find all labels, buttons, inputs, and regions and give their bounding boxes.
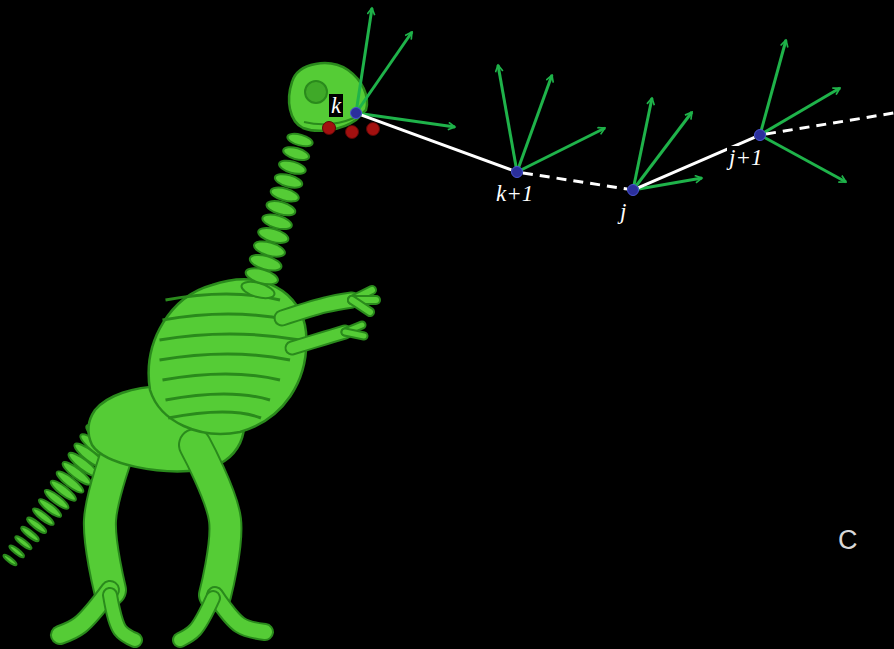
joint-point: j xyxy=(627,184,639,196)
bone xyxy=(110,595,135,640)
joint-label: j+1 xyxy=(727,146,764,169)
bone xyxy=(345,332,364,336)
rib-line xyxy=(166,394,271,400)
vertebra xyxy=(2,553,17,566)
bone-outline xyxy=(100,445,120,590)
marker-dot xyxy=(367,123,380,136)
joint-label: k xyxy=(329,94,343,117)
bone-outline xyxy=(110,595,135,640)
vertebra xyxy=(8,544,25,559)
rib-line xyxy=(168,412,261,418)
chain-segment xyxy=(523,173,627,189)
eye-socket xyxy=(305,81,327,103)
bone xyxy=(195,445,225,595)
joint-point: k+1 xyxy=(511,166,523,178)
bone-outline xyxy=(352,300,370,312)
frame-axis-arrow xyxy=(517,128,605,172)
bone-shape xyxy=(289,63,367,131)
joint-point: k xyxy=(350,107,362,119)
vertebra xyxy=(286,131,314,148)
joint-label: k+1 xyxy=(494,182,535,205)
marker-dot xyxy=(346,126,359,139)
bone xyxy=(352,300,370,312)
bone-shape xyxy=(149,279,307,433)
frame-axis-arrow xyxy=(356,8,372,113)
marker-dot xyxy=(323,122,336,135)
bone xyxy=(100,445,120,590)
joint-label: j xyxy=(618,200,628,223)
frame-axis-arrow xyxy=(356,32,412,113)
bone xyxy=(292,332,345,348)
label-text: C xyxy=(838,527,858,554)
bone-outline xyxy=(345,332,364,336)
rib-line xyxy=(163,314,291,320)
bone-outline xyxy=(292,332,345,348)
rib-line xyxy=(160,354,291,360)
bone-outline xyxy=(215,595,265,632)
chain-segment xyxy=(766,112,894,134)
bone-outline xyxy=(195,445,225,595)
bone-outline xyxy=(282,300,352,318)
frame-axis-arrow xyxy=(760,135,846,182)
rib-line xyxy=(160,334,301,340)
frame-axis-arrow xyxy=(498,65,517,172)
bone xyxy=(215,595,265,632)
vertebra xyxy=(282,145,311,163)
joint-point: j+1 xyxy=(754,129,766,141)
bone-outline xyxy=(180,598,213,640)
rib-line xyxy=(163,374,281,380)
bone xyxy=(282,300,352,318)
bone xyxy=(180,598,213,640)
chain-segment xyxy=(362,115,512,170)
